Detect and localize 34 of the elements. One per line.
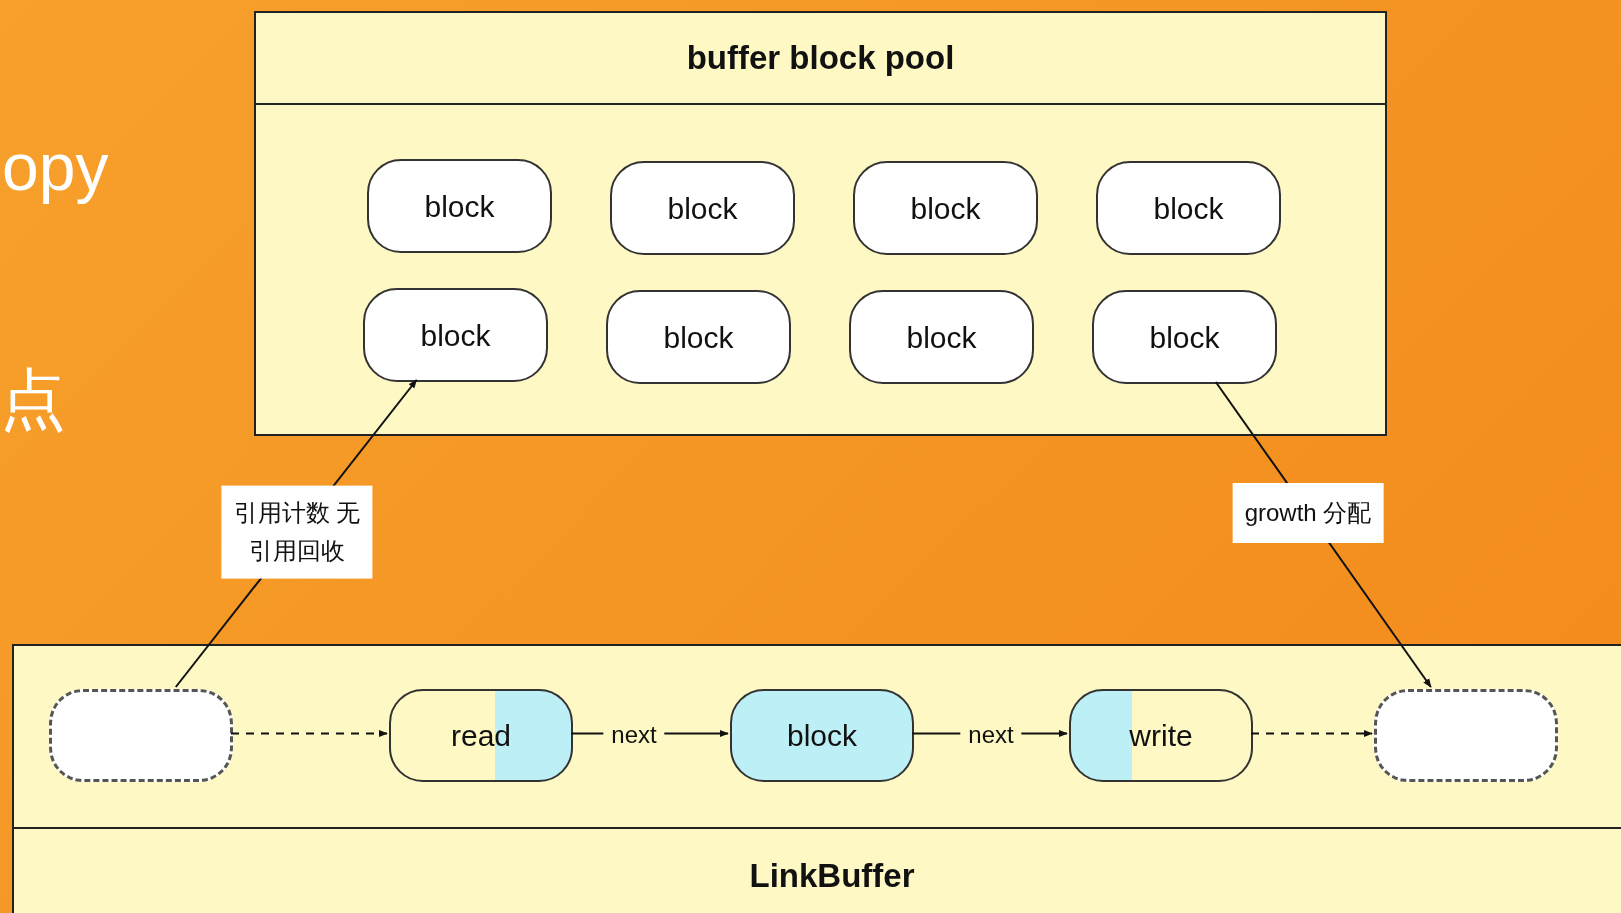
node-label: block bbox=[1149, 319, 1220, 356]
slide-text: 点 bbox=[0, 361, 66, 438]
block-pill bbox=[1096, 161, 1281, 255]
node-label: block bbox=[420, 317, 491, 354]
node-label: block bbox=[906, 319, 977, 356]
block-pill bbox=[610, 161, 795, 255]
block-pill bbox=[853, 161, 1038, 255]
pool-panel bbox=[254, 11, 1387, 436]
node-label: block bbox=[1153, 190, 1224, 227]
node-label: LinkBuffer bbox=[749, 856, 915, 896]
edge-label: growth 分配 bbox=[1232, 483, 1384, 543]
node-label: buffer block pool bbox=[686, 38, 955, 79]
arrow bbox=[1250, 729, 1373, 738]
empty-slot bbox=[49, 689, 233, 782]
block-pill bbox=[730, 689, 914, 782]
node-label: block bbox=[663, 319, 734, 356]
arrow bbox=[230, 729, 388, 738]
edge-label: 引用计数 无引用回收 bbox=[221, 485, 373, 579]
block-pill bbox=[849, 290, 1034, 384]
block-pill bbox=[1069, 689, 1253, 782]
block-pill bbox=[1092, 290, 1277, 384]
node-label: read bbox=[450, 718, 511, 754]
node-label: block bbox=[424, 188, 495, 225]
node-label: block bbox=[910, 190, 981, 227]
empty-slot bbox=[1374, 689, 1558, 782]
block-pill bbox=[606, 290, 791, 384]
block-pill bbox=[363, 288, 548, 382]
linkbuffer-panel bbox=[12, 644, 1621, 913]
node-label: block bbox=[667, 190, 738, 227]
slide-text: opy bbox=[2, 129, 109, 206]
block-pill bbox=[367, 159, 552, 253]
node-label: write bbox=[1129, 718, 1193, 754]
block-pill bbox=[389, 689, 573, 782]
node-label: block bbox=[786, 718, 857, 754]
